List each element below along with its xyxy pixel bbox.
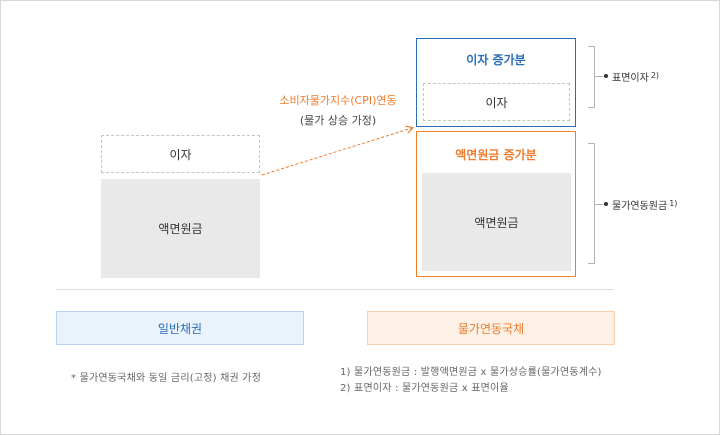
left-interest-label: 이자 [169, 147, 192, 162]
left-principal-box: 액면원금 [101, 179, 260, 278]
principal-bracket [588, 143, 595, 264]
general-bond-caption: 일반채권 [56, 311, 304, 345]
linked-bond-caption-text: 물가연동국채 [457, 321, 525, 336]
right-principal-label: 액면원금 [474, 215, 519, 230]
left-interest-box: 이자 [101, 135, 260, 173]
principal-side-label-sup: 1) [669, 199, 678, 208]
cpi-title: 소비자물가지수(CPI)연동 [279, 94, 397, 107]
principal-bracket-tick [595, 204, 603, 205]
principal-side-label-text: 물가연동원금 [612, 201, 668, 212]
coupon-label-sup: 2) [650, 71, 660, 80]
cpi-subtitle: (물가 상승 가정) [299, 114, 377, 127]
principal-dot [604, 202, 608, 206]
right-note-2: 2) 표면이자 : 물가연동원금 x 표면이율 [340, 383, 509, 394]
general-bond-caption-text: 일반채권 [157, 321, 203, 336]
right-interest-box: 이자 [423, 83, 570, 121]
right-note-1: 1) 물가연동원금 : 발행액면원금 x 물가상승률(물가연동계수) [340, 367, 602, 378]
right-principal-box: 액면원금 [422, 173, 571, 271]
principal-increase-label: 액면원금 증가분 [455, 148, 537, 162]
right-interest-group: 이자 증가분 이자 [416, 38, 576, 127]
right-interest-label: 이자 [485, 95, 508, 110]
coupon-dot [604, 74, 608, 78]
interest-increase-label: 이자 증가분 [466, 53, 526, 67]
cpi-label: 소비자물가지수(CPI)연동 (물가 상승 가정) [268, 92, 408, 128]
coupon-bracket [588, 46, 595, 108]
linked-bond-caption: 물가연동국채 [367, 311, 615, 345]
right-principal-group: 액면원금 증가분 액면원금 [416, 131, 576, 277]
left-note: * 물가연동국채와 동일 금리(고정) 채권 가정 [71, 373, 262, 384]
divider [56, 289, 614, 290]
coupon-bracket-tick [595, 76, 603, 77]
coupon-label-text: 표면이자 [612, 73, 649, 84]
left-principal-label: 액면원금 [158, 222, 203, 236]
